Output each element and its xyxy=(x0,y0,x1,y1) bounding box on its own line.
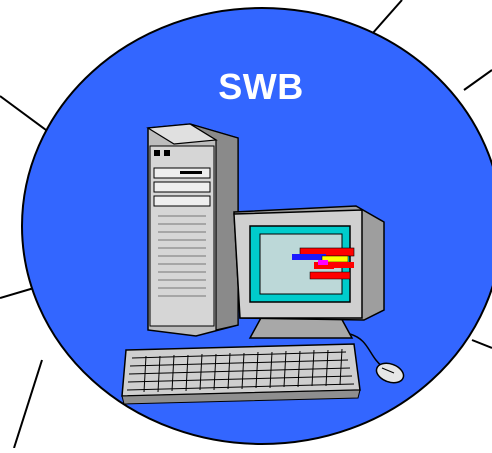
tower-case xyxy=(146,123,239,337)
connector-line-right-lower xyxy=(471,339,492,349)
keyboard xyxy=(121,343,361,405)
connector-line-left-upper xyxy=(0,95,47,131)
connector-line-left xyxy=(0,287,35,299)
mouse xyxy=(375,362,405,384)
desktop-computer-icon xyxy=(121,123,405,405)
crt-monitor xyxy=(233,205,385,339)
connector-line-top-right xyxy=(371,0,403,35)
connector-line-right xyxy=(463,69,492,91)
hub-label: SWB xyxy=(218,66,304,107)
connector-line-left-lower xyxy=(13,359,43,449)
